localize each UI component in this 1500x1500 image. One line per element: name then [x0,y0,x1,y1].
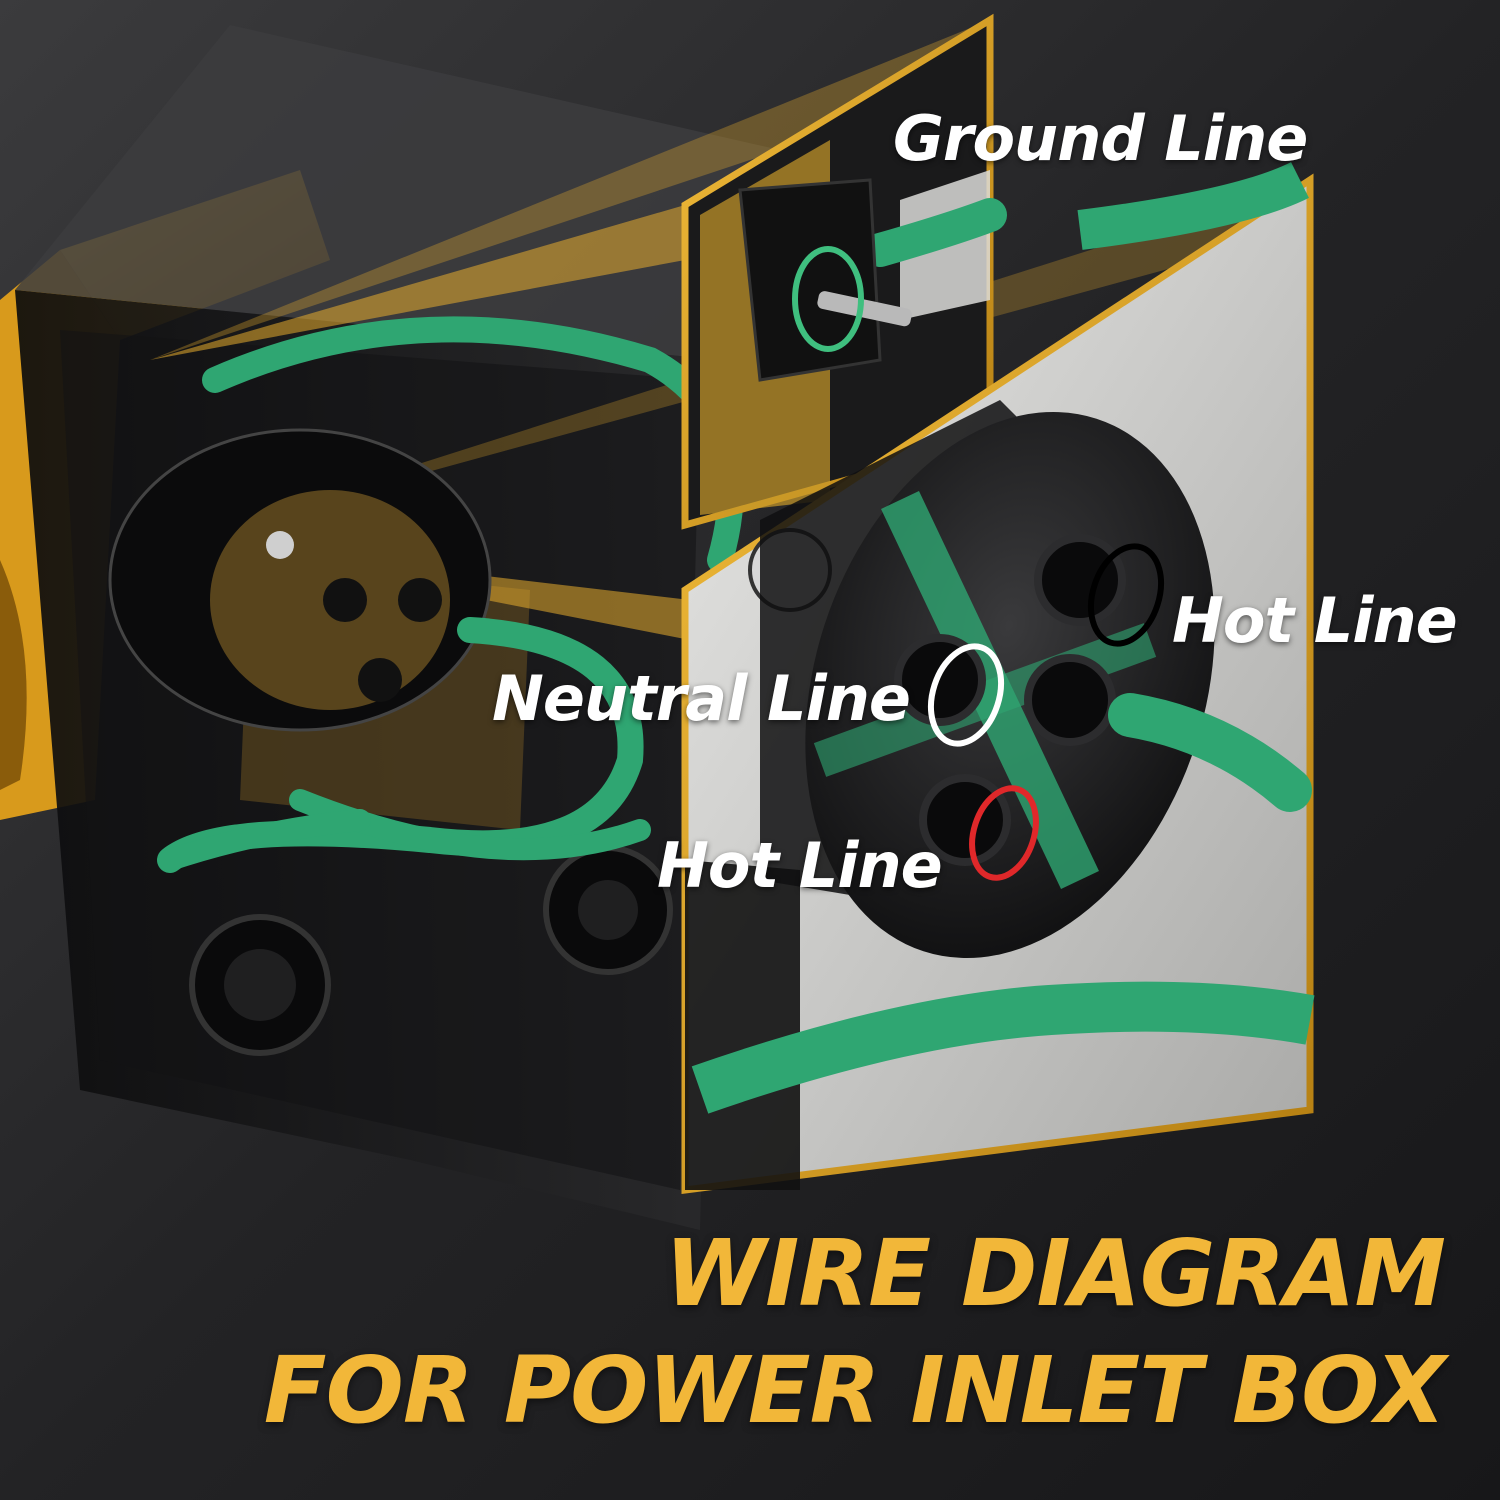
ground-marker-ring [792,246,864,352]
title-line-2: FOR POWER INLET BOX [263,1337,1446,1444]
ground-line-label: Ground Line [893,102,1308,175]
hot-upper-marker-ring [1088,543,1164,647]
hot-line-lower-label: Hot Line [657,829,943,902]
hot-line-upper-label: Hot Line [1172,584,1458,657]
neutral-line-label: Neutral Line [492,662,911,735]
left-receptacle [108,428,492,732]
neutral-marker-ring [928,643,1004,747]
ground-zoom-panel [681,13,1007,530]
title-line-1: WIRE DIAGRAM [664,1220,1446,1327]
receptacle-zoom-panel [681,161,1315,1194]
hot-lower-marker-ring [969,785,1039,881]
box-knockouts [189,845,673,1056]
